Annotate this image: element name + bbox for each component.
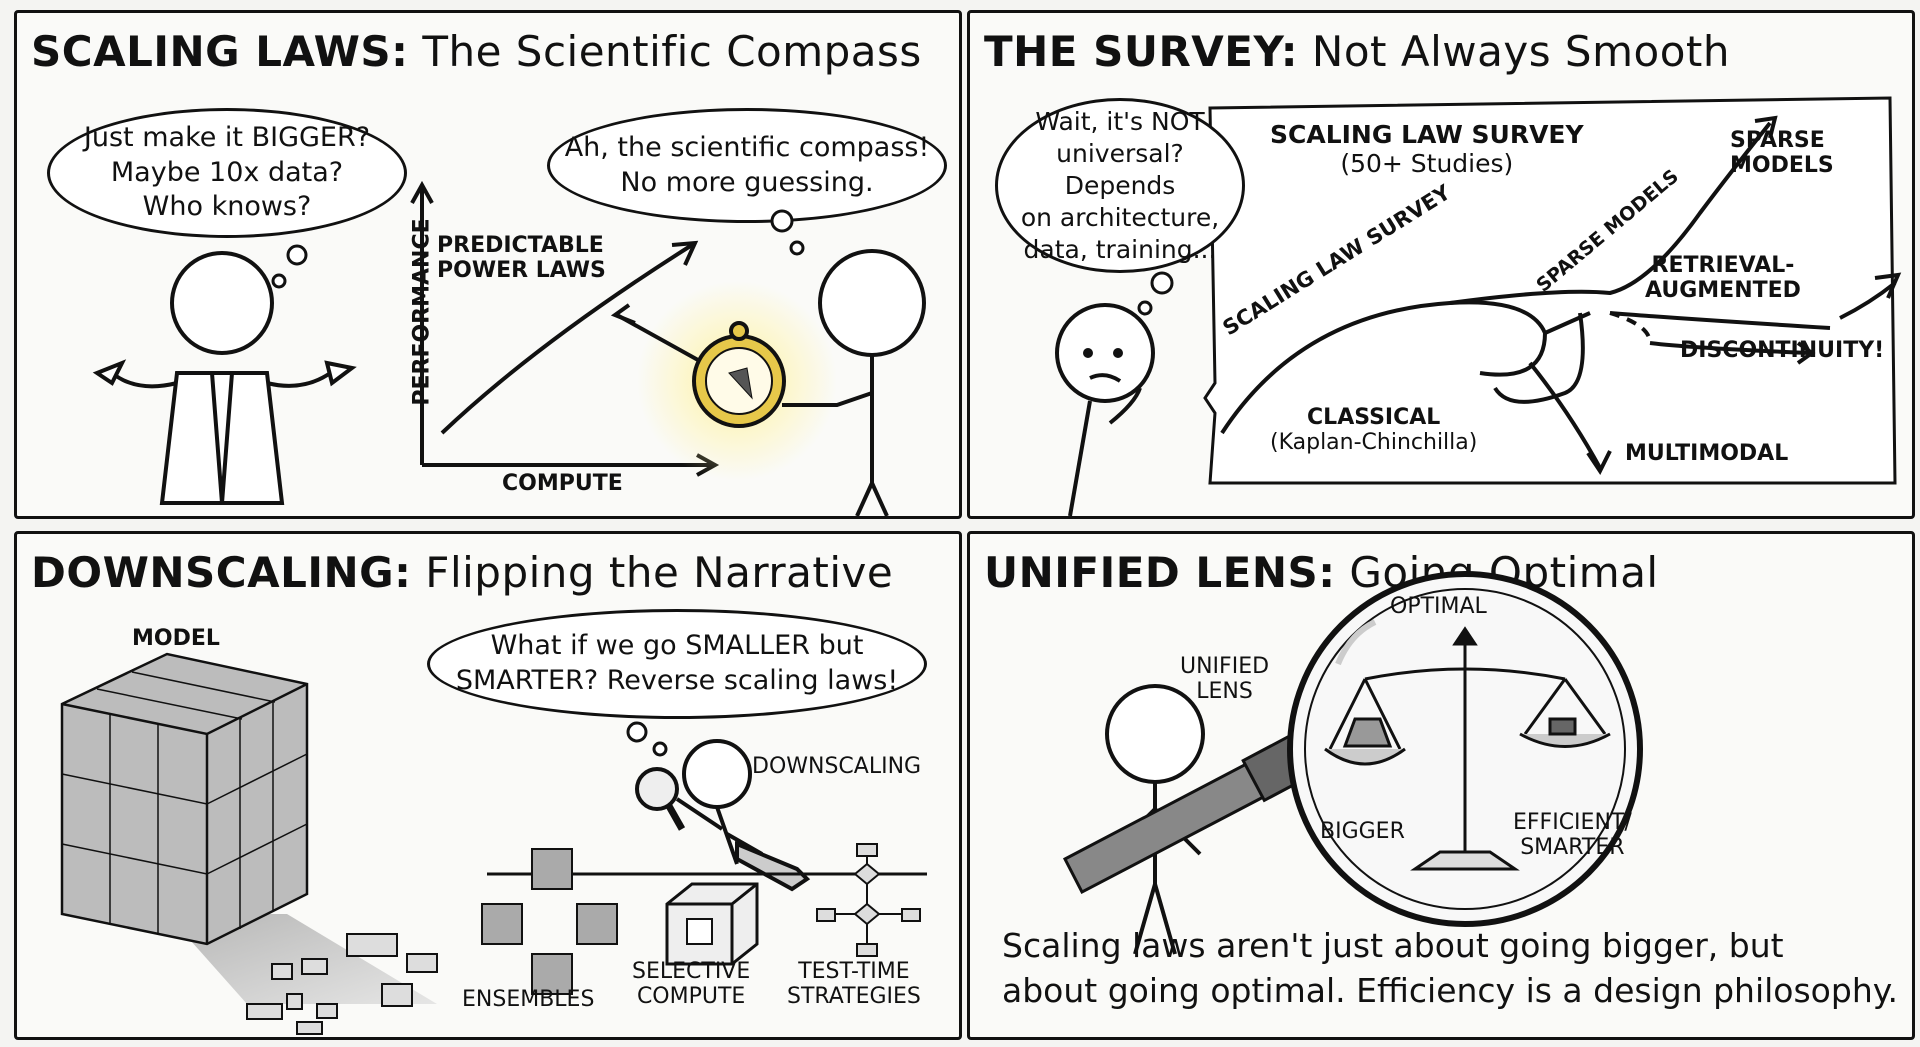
axes	[410, 180, 720, 477]
classical-label: CLASSICAL (Kaplan-Chinchilla)	[1270, 405, 1478, 456]
downscaling-label: DOWNSCALING	[752, 754, 922, 779]
multimodal-label: MULTIMODAL	[1625, 441, 1789, 466]
optimal-label: OPTIMAL	[1390, 594, 1487, 619]
test-time-flowchart-icon	[816, 843, 921, 957]
model-label: MODEL	[132, 626, 220, 651]
worried-figure	[1055, 303, 1155, 516]
sparse-models-label: SPARSE MODELS	[1730, 128, 1834, 179]
lens-label: UNIFIED LENS	[1180, 654, 1270, 705]
panel-unified-lens: UNIFIED LENS: Going Optimal	[967, 531, 1915, 1040]
discontinuity-label: DISCONTINUITY!	[1680, 338, 1885, 363]
panel-title: SCALING LAWS: The Scientific Compass	[31, 27, 922, 76]
thought-bubble: Wait, it's NOT universal? Depends on arc…	[995, 98, 1245, 273]
panel-the-survey: THE SURVEY: Not Always Smooth	[967, 10, 1915, 519]
ensembles-label: ENSEMBLES	[462, 987, 595, 1012]
wrench-icon	[735, 841, 811, 892]
title-rest: The Scientific Compass	[408, 27, 922, 76]
panel-title: THE SURVEY: Not Always Smooth	[984, 27, 1730, 76]
ensemble-cubes-icon	[481, 848, 618, 995]
small-blocks	[246, 933, 438, 1035]
axis-x-label: COMPUTE	[502, 471, 623, 496]
selective-compute-icon	[665, 882, 759, 966]
thought-bubble-left: Just make it BIGGER? Maybe 10x data? Who…	[47, 108, 407, 238]
retrieval-label: RETRIEVAL- AUGMENTED	[1645, 253, 1801, 304]
stick-figure-downscaling	[675, 739, 763, 865]
axis-y-label: PERFORMANCE	[409, 218, 435, 406]
thought-bubble: What if we go SMALLER but SMARTER? Rever…	[427, 609, 927, 719]
balance-scale-icon	[1324, 626, 1611, 871]
survey-illustration	[1055, 96, 1902, 516]
caption: Scaling laws aren't just about going big…	[1002, 926, 1899, 1010]
selective-label: SELECTIVE COMPUTE	[632, 959, 751, 1010]
curve-label: PREDICTABLE POWER LAWS	[437, 233, 606, 284]
panel-title: DOWNSCALING: Flipping the Narrative	[31, 548, 894, 597]
compass-icon	[610, 303, 786, 428]
unified-illustration	[1062, 571, 1643, 955]
map-title: SCALING LAW SURVEY (50+ Studies)	[1270, 120, 1584, 178]
efficient-label: EFFICIENT/ SMARTER	[1513, 810, 1632, 861]
downscaling-illustration	[60, 652, 927, 1035]
testtime-label: TEST-TIME STRATEGIES	[787, 959, 921, 1010]
thought-bubble-right: Ah, the scientific compass! No more gues…	[547, 108, 947, 223]
magnifier-icon	[635, 767, 686, 831]
title-bold: SCALING LAWS:	[31, 27, 409, 76]
bigger-label: BIGGER	[1320, 819, 1405, 844]
survey-curves	[1220, 115, 1902, 475]
scaling-illustration	[92, 180, 926, 516]
scientist-figure	[92, 251, 357, 505]
stick-figure-right	[782, 249, 926, 516]
panel-scaling-laws: SCALING LAWS: The Scientific Compass Jus…	[14, 10, 962, 519]
panel-downscaling: DOWNSCALING: Flipping the Narrative MODE…	[14, 531, 962, 1040]
model-cube-icon	[60, 652, 309, 946]
